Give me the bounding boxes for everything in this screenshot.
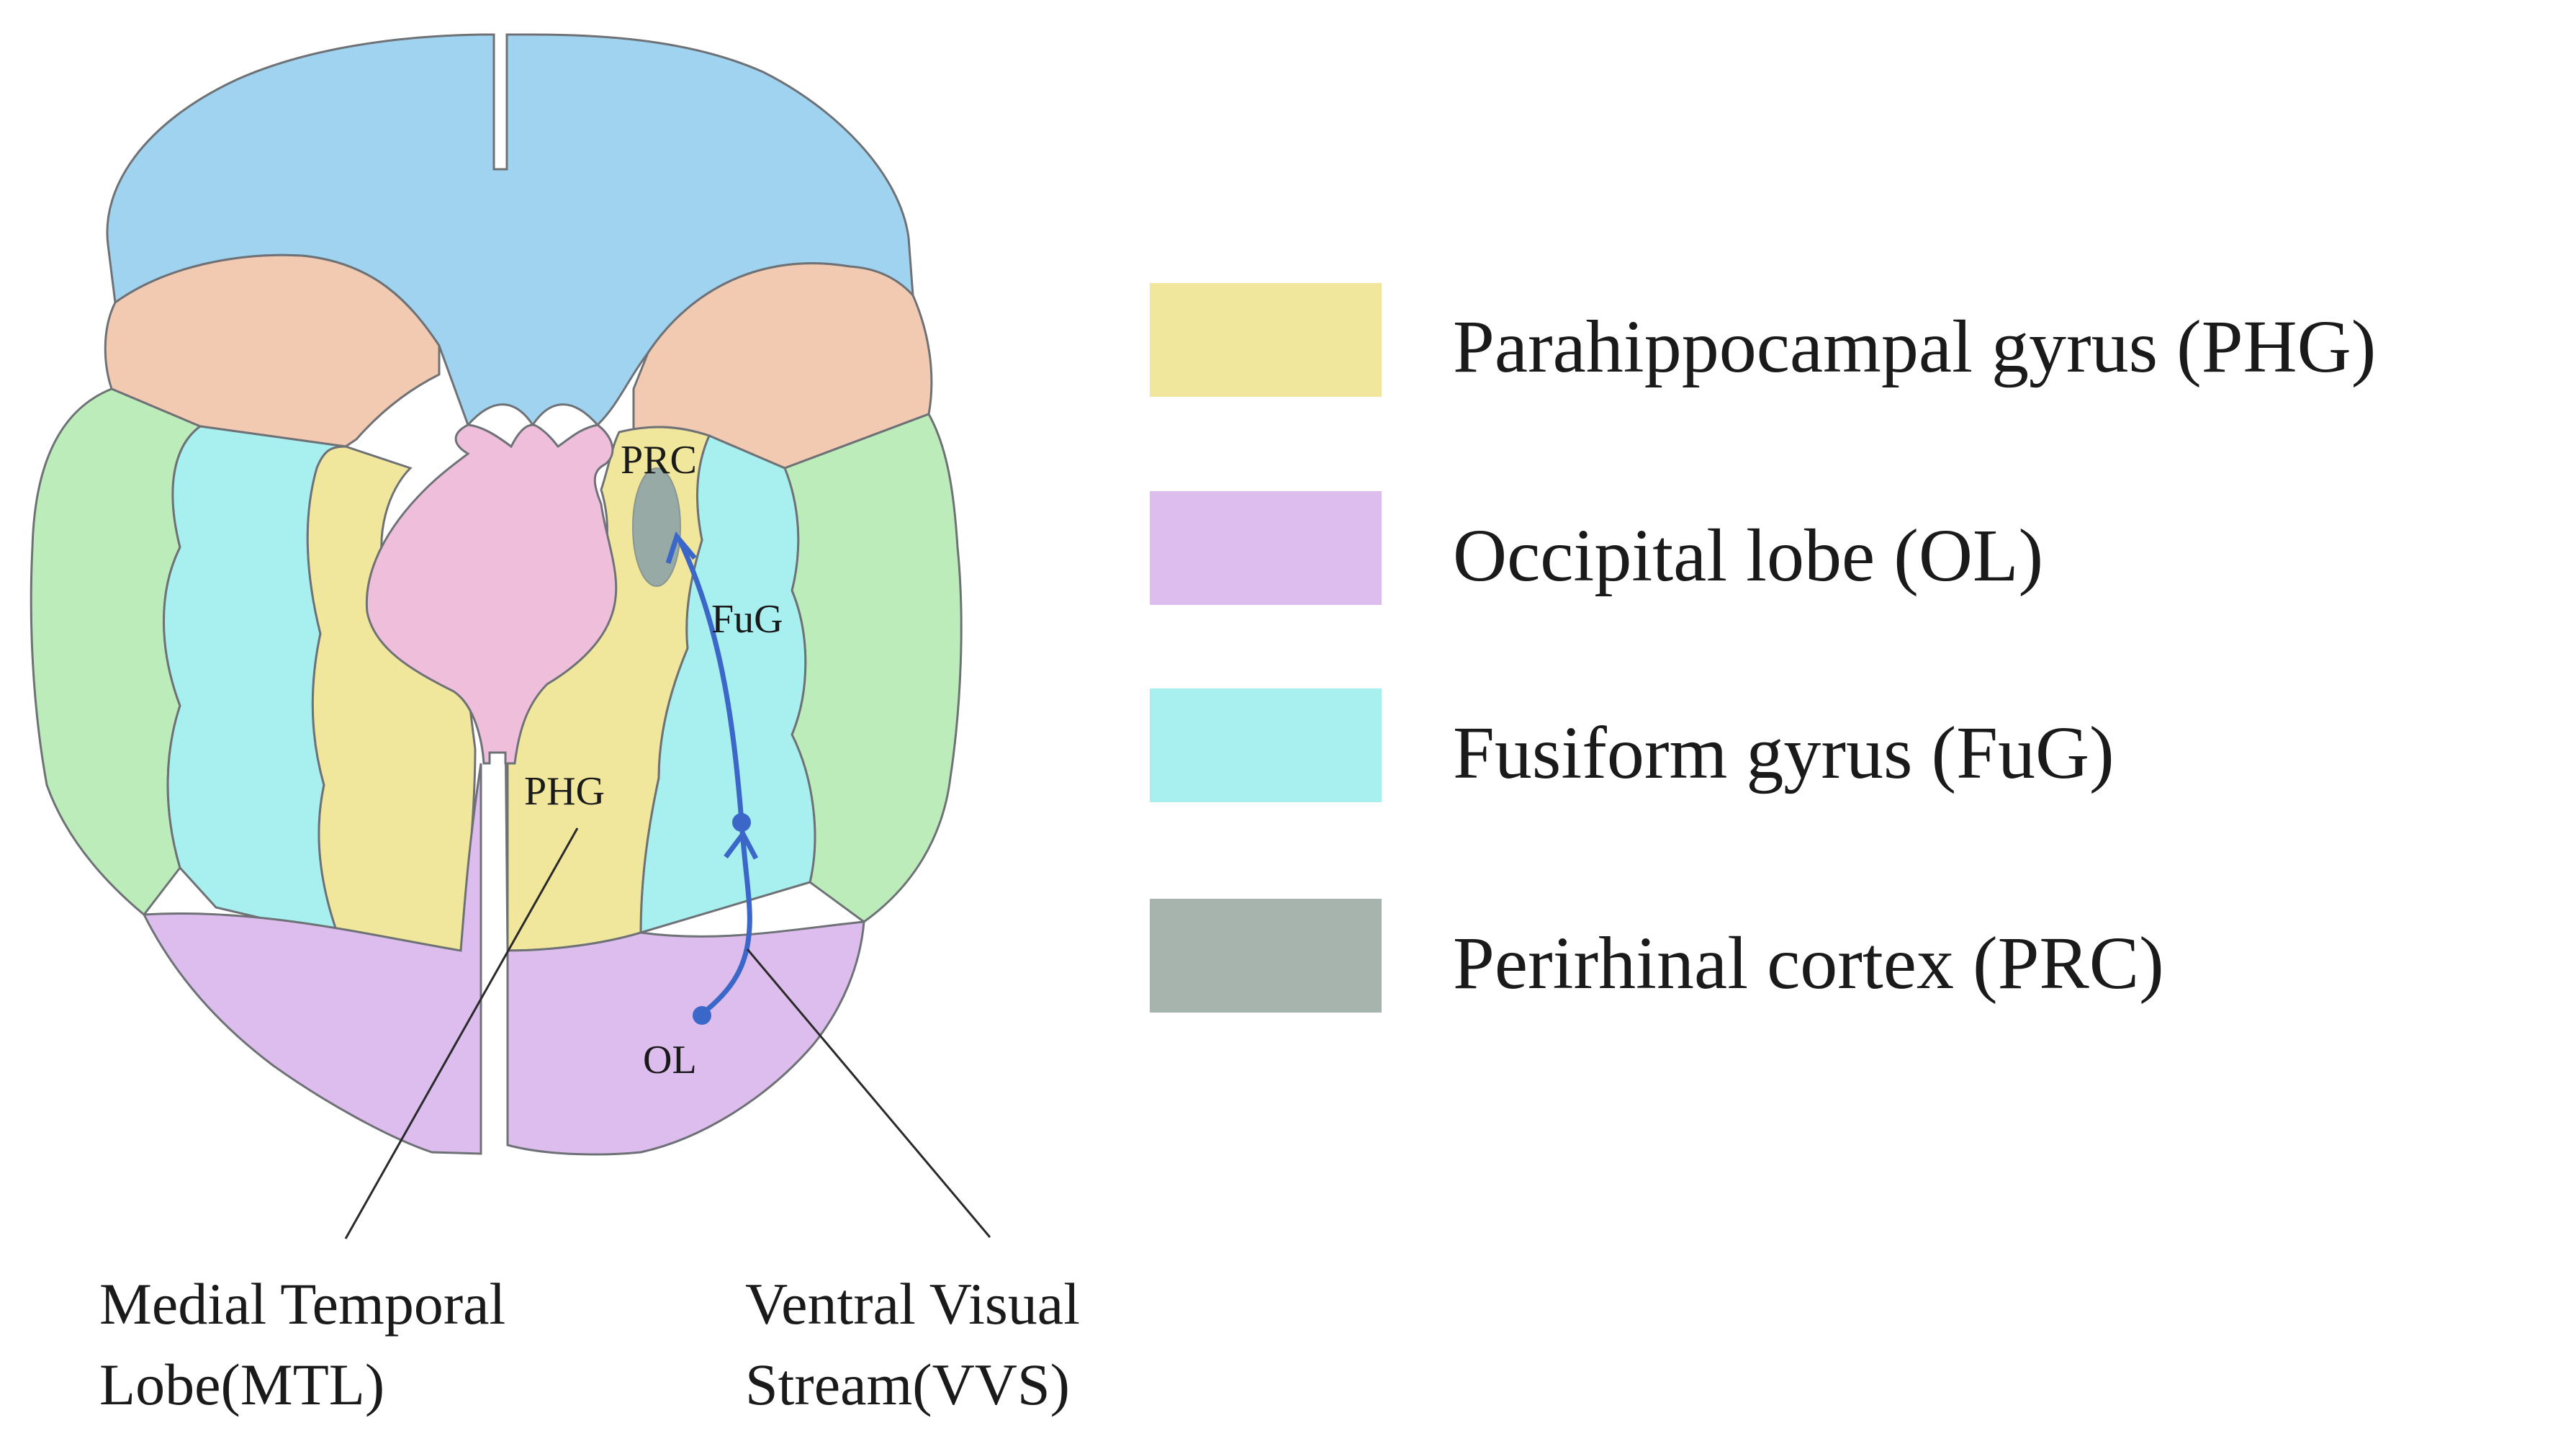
vvs-callout-text-line1: Ventral Visual <box>745 1271 1080 1337</box>
label-ol: OL <box>643 1038 697 1082</box>
ventral-visual-stream-arrow <box>665 531 759 1025</box>
legend-swatch-prc <box>1150 899 1382 1013</box>
legend-label-ol: Occipital lobe (OL) <box>1453 514 2043 597</box>
stream-path <box>677 540 752 1016</box>
legend: Parahippocampal gyrus (PHG) Occipital lo… <box>1150 283 2376 1013</box>
midbrain-region <box>365 423 618 765</box>
right-occipital-region <box>506 763 865 1156</box>
callouts: Medial Temporal Lobe(MTL) Ventral Visual… <box>99 827 1080 1417</box>
vvs-callout-line <box>746 948 991 1238</box>
left-occipital-region <box>142 763 482 1155</box>
legend-swatch-phg <box>1150 283 1382 397</box>
label-fug: FuG <box>711 597 783 642</box>
mtl-callout-text-line1: Medial Temporal <box>99 1271 505 1337</box>
mtl-callout-line <box>344 827 579 1239</box>
vvs-callout-text-line2: Stream(VVS) <box>745 1352 1070 1417</box>
perirhinal-cortex-region <box>632 467 681 587</box>
stream-arrowhead-lower <box>724 829 759 860</box>
brain-map: PRC FuG PHG OL <box>30 33 963 1156</box>
legend-swatch-fug <box>1150 688 1382 802</box>
legend-swatch-ol <box>1150 491 1382 605</box>
stream-mid-dot <box>732 813 751 832</box>
legend-label-phg: Parahippocampal gyrus (PHG) <box>1453 305 2376 388</box>
legend-label-fug: Fusiform gyrus (FuG) <box>1453 712 2115 794</box>
label-phg: PHG <box>524 769 605 814</box>
mtl-callout-text-line2: Lobe(MTL) <box>99 1352 384 1417</box>
frontal-lobe-region <box>106 33 914 427</box>
stream-arrowhead-top <box>665 531 697 565</box>
stream-start-dot <box>693 1006 711 1025</box>
legend-label-prc: Perirhinal cortex (PRC) <box>1453 922 2164 1005</box>
label-prc: PRC <box>621 438 697 483</box>
